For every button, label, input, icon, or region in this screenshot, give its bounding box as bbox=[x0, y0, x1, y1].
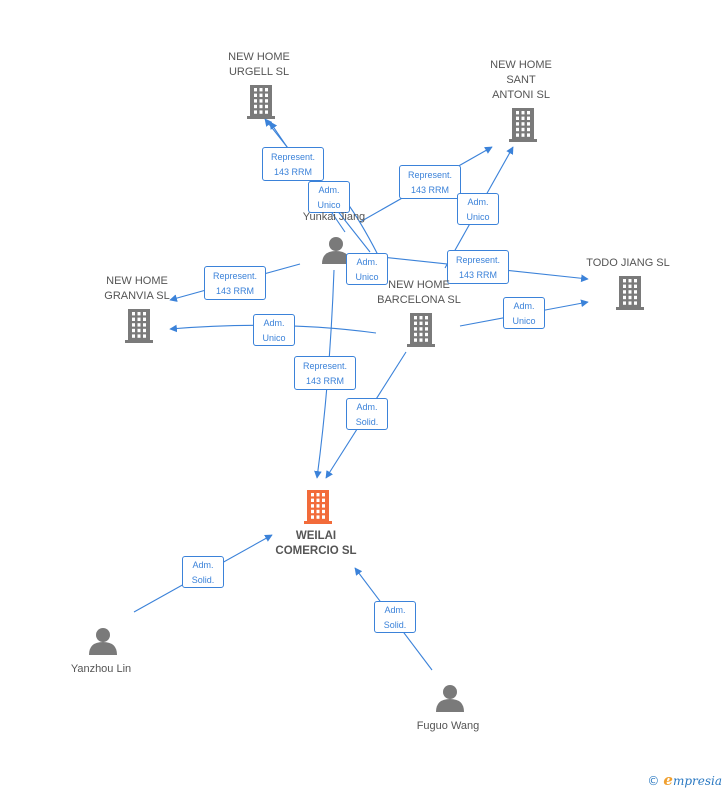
edge-label[interactable]: Represent. 143 RRM bbox=[447, 250, 509, 284]
edge-label[interactable]: Adm. Solid. bbox=[182, 556, 224, 588]
building-icon[interactable] bbox=[616, 276, 644, 310]
building-icon-main[interactable] bbox=[304, 490, 332, 524]
node-label-barcelona[interactable]: NEW HOME BARCELONA SL bbox=[377, 279, 461, 306]
edge-label[interactable]: Adm. Solid. bbox=[346, 398, 388, 430]
footer-brand: ©empresia bbox=[647, 771, 722, 789]
node-label-yanzhou[interactable]: Yanzhou Lin bbox=[70, 663, 132, 675]
node-label-yunkai[interactable]: Yunkai Jiang bbox=[302, 211, 366, 223]
person-icon[interactable] bbox=[322, 237, 350, 264]
node-icons bbox=[89, 85, 644, 712]
node-label-weilai[interactable]: WEILAI COMERCIO SL bbox=[275, 530, 357, 557]
building-icon[interactable] bbox=[407, 313, 435, 347]
edge-label[interactable]: Represent. 143 RRM bbox=[204, 266, 266, 300]
edge-label[interactable]: Adm. Unico bbox=[308, 181, 350, 213]
edge-label[interactable]: Represent. 143 RRM bbox=[262, 147, 324, 181]
node-label-granvia[interactable]: NEW HOME GRANVIA SL bbox=[104, 275, 170, 302]
edge-label[interactable]: Adm. Unico bbox=[346, 253, 388, 285]
node-label-antoni[interactable]: NEW HOME SANT ANTONI SL bbox=[490, 59, 552, 101]
person-icon[interactable] bbox=[89, 628, 117, 655]
brand-initial: e bbox=[663, 771, 673, 789]
building-icon[interactable] bbox=[125, 309, 153, 343]
edge-label[interactable]: Represent. 143 RRM bbox=[399, 165, 461, 199]
building-icon[interactable] bbox=[509, 108, 537, 142]
node-label-urgell[interactable]: NEW HOME URGELL SL bbox=[228, 51, 290, 78]
edge-label[interactable]: Adm. Unico bbox=[457, 193, 499, 225]
person-icon[interactable] bbox=[436, 685, 464, 712]
node-label-todo[interactable]: TODO JIANG SL bbox=[586, 257, 670, 269]
brand-name: mpresia bbox=[672, 774, 722, 788]
building-icon[interactable] bbox=[247, 85, 275, 119]
edge-label[interactable]: Adm. Unico bbox=[253, 314, 295, 346]
edge-label[interactable]: Adm. Solid. bbox=[374, 601, 416, 633]
edge-label[interactable]: Represent. 143 RRM bbox=[294, 356, 356, 390]
copyright-symbol: © bbox=[647, 774, 660, 788]
node-label-fuguo[interactable]: Fuguo Wang bbox=[416, 720, 480, 732]
edge-label[interactable]: Adm. Unico bbox=[503, 297, 545, 329]
